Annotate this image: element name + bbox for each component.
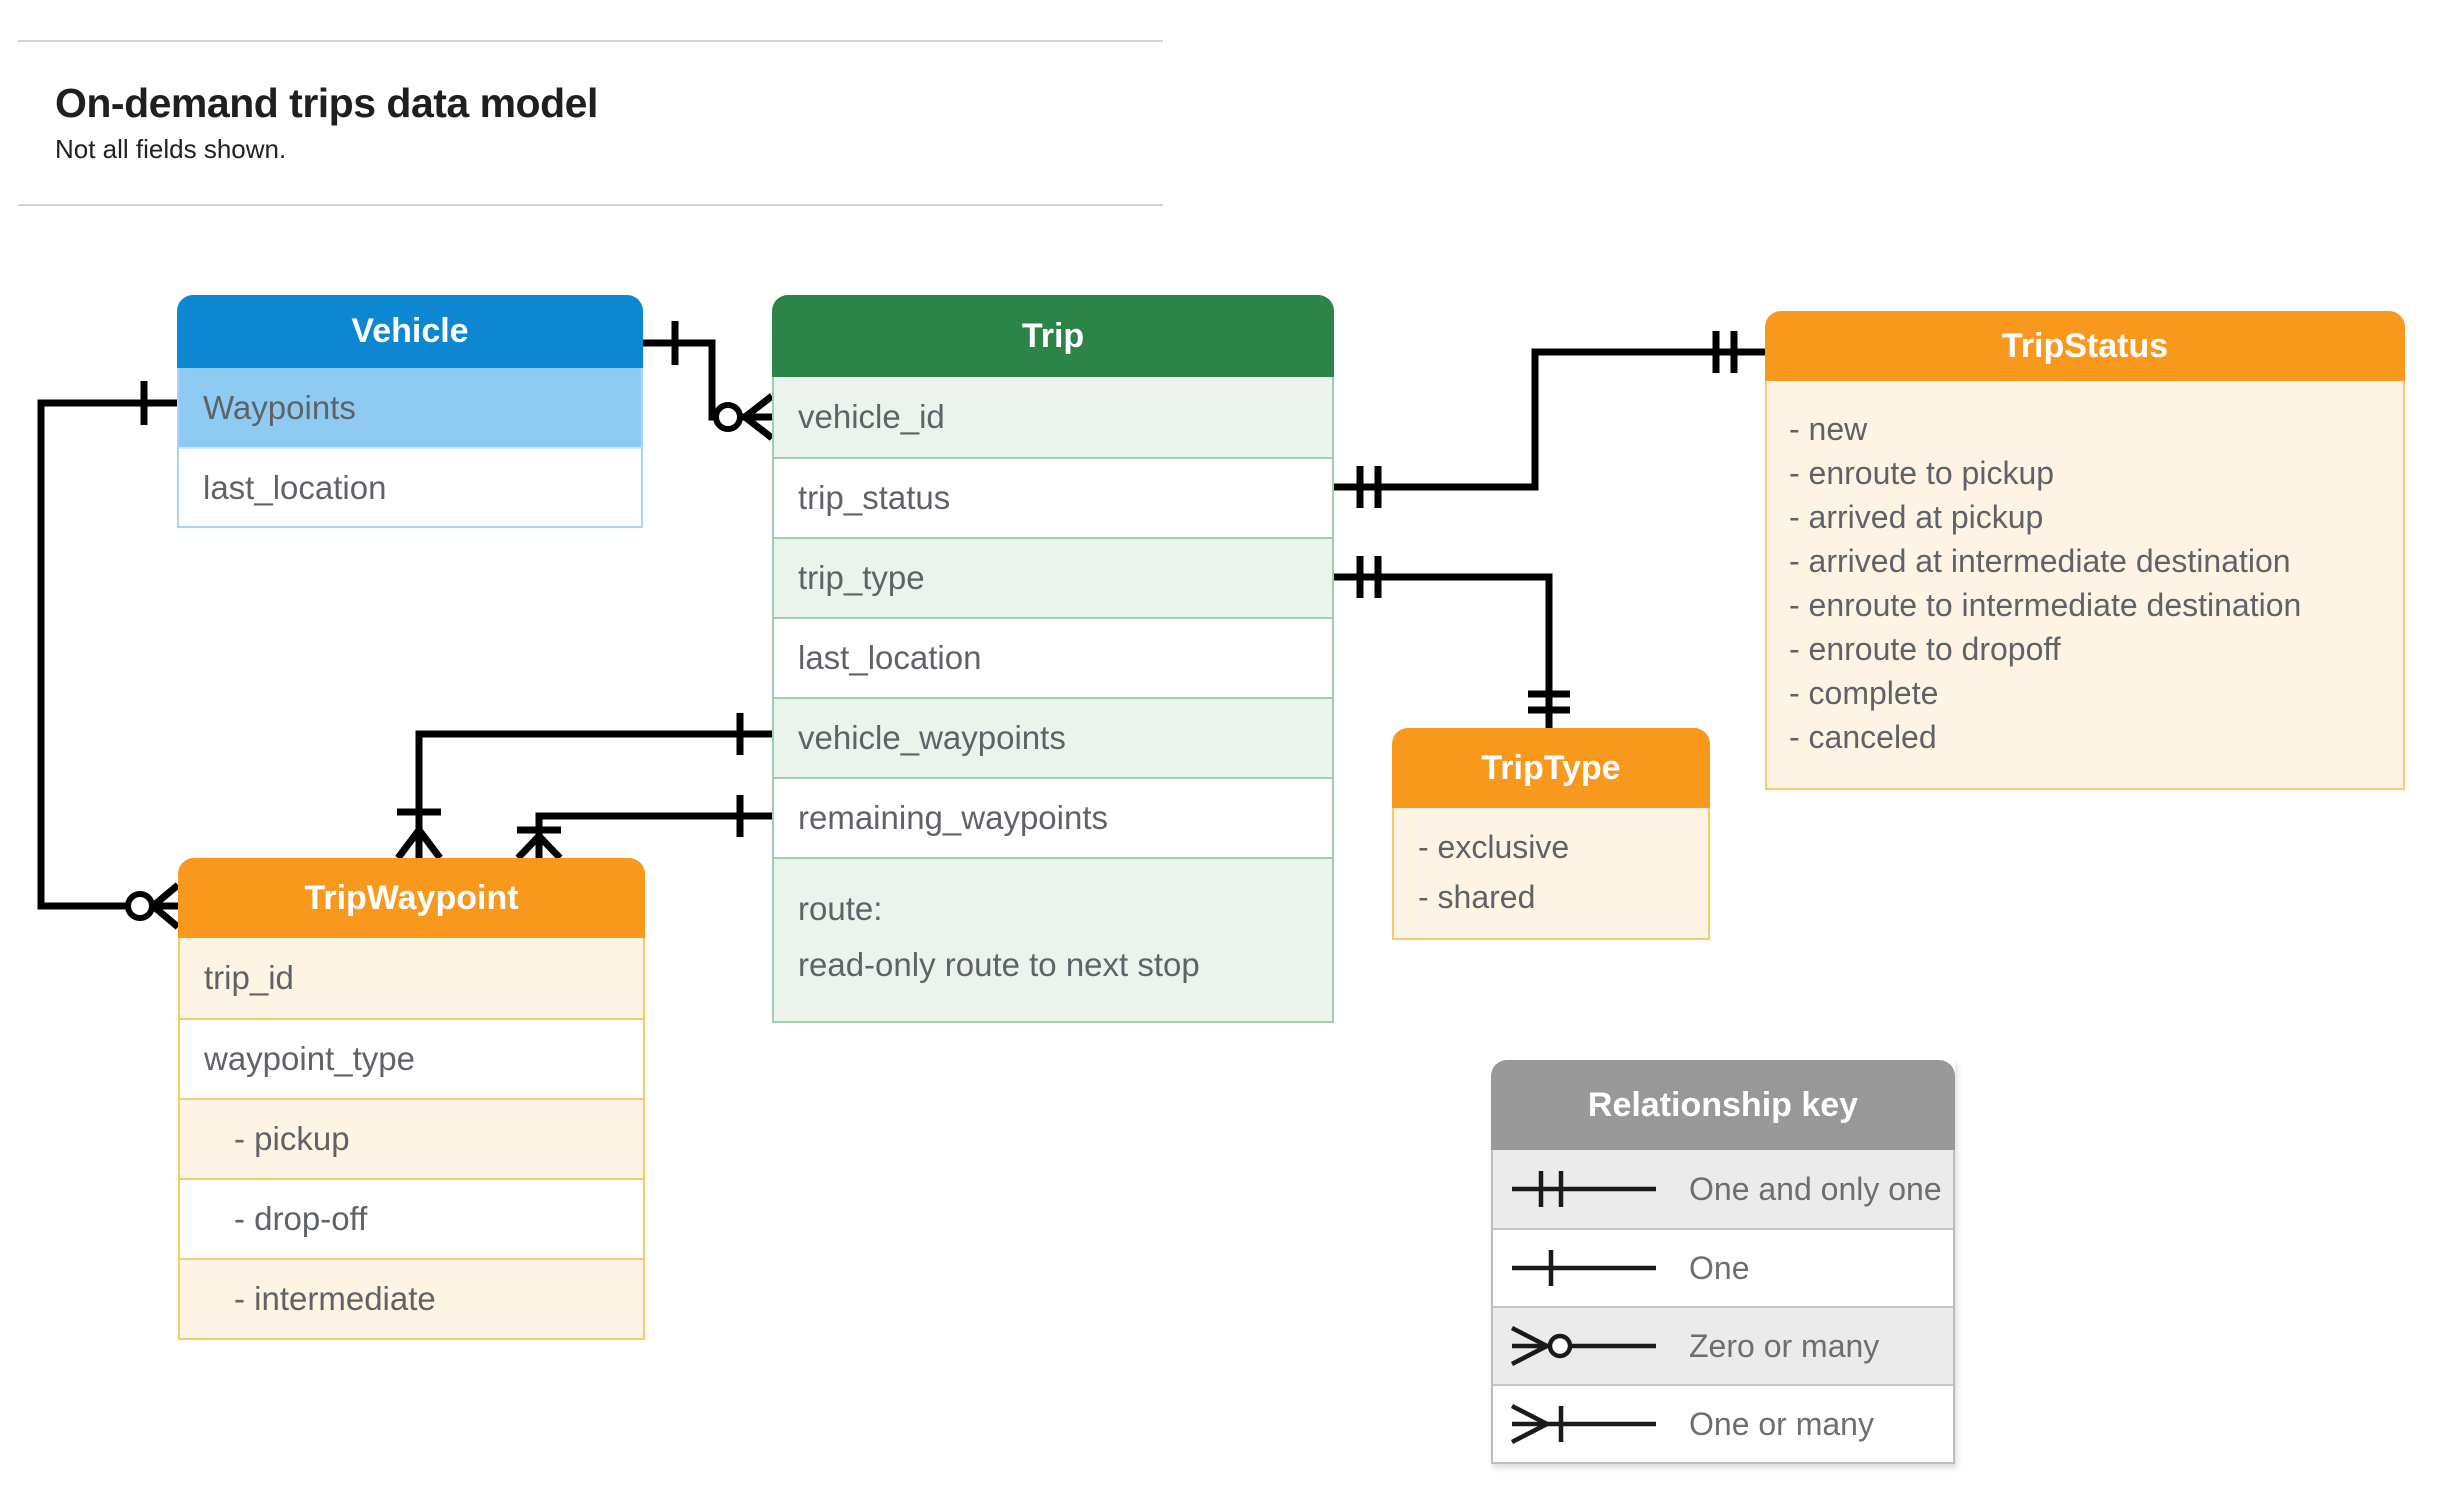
tripstatus-value: - enroute to pickup — [1789, 455, 2055, 491]
relationship-key: Relationship key One and only one One — [1491, 1060, 1955, 1464]
legend-row-one: One — [1493, 1228, 1953, 1306]
field-trip-vehicle-waypoints: vehicle_waypoints — [774, 697, 1332, 777]
field-trip-status: trip_status — [774, 457, 1332, 537]
tripstatus-value: - arrived at intermediate destination — [1789, 543, 2291, 579]
legend-row-one-or-many: One or many — [1493, 1384, 1953, 1462]
field-trip-last-location: last_location — [774, 617, 1332, 697]
entity-vehicle-header: Vehicle — [177, 295, 643, 368]
field-trip-type: trip_type — [774, 537, 1332, 617]
connector-trip-to-triptype — [1334, 556, 1570, 728]
tripstatus-value: - arrived at pickup — [1789, 499, 2044, 535]
tripstatus-values: - new - enroute to pickup - arrived at p… — [1767, 407, 2403, 759]
field-tripwaypoint-trip-id: trip_id — [180, 938, 643, 1018]
one-and-only-one-icon — [1512, 1171, 1656, 1207]
field-trip-vehicle-id: vehicle_id — [774, 377, 1332, 457]
one-icon — [1512, 1250, 1656, 1286]
connector-vehicle-to-trip — [643, 321, 775, 441]
entity-trip: Trip vehicle_id trip_status trip_type la… — [772, 295, 1334, 1023]
entity-tripwaypoint-header: TripWaypoint — [178, 858, 645, 938]
field-vehicle-last-location: last_location — [179, 447, 641, 526]
connector-remaining-waypoints-to-tripwaypoint — [515, 795, 772, 861]
one-or-many-icon — [1510, 1403, 1656, 1445]
tripstatus-value: - new — [1789, 411, 1868, 447]
legend-label: One — [1689, 1249, 1750, 1286]
field-vehicle-waypoints: Waypoints — [179, 368, 641, 447]
entity-tripstatus-header: TripStatus — [1765, 311, 2405, 381]
connector-trip-to-tripstatus — [1334, 331, 1765, 508]
tripstatus-value: - canceled — [1789, 719, 1937, 755]
field-trip-route: route: read-only route to next stop — [774, 857, 1332, 1021]
field-tripwaypoint-pickup: - pickup — [180, 1098, 643, 1178]
legend-label: One and only one — [1689, 1170, 1942, 1207]
field-tripwaypoint-dropoff: - drop-off — [180, 1178, 643, 1258]
zero-or-many-icon — [1510, 1325, 1656, 1367]
page-title: On-demand trips data model — [55, 80, 598, 126]
entity-tripstatus: TripStatus - new - enroute to pickup - a… — [1765, 311, 2405, 790]
connector-vehicle-waypoints-to-tripwaypoint — [395, 713, 772, 861]
tripstatus-value: - complete — [1789, 675, 1939, 711]
entity-vehicle: Vehicle Waypoints last_location — [177, 295, 643, 528]
divider-line — [18, 40, 1163, 42]
divider-line — [18, 204, 1163, 206]
entity-triptype: TripType - exclusive - shared — [1392, 728, 1710, 940]
connector-vehicle-to-tripwaypoint — [37, 381, 181, 930]
legend-label: One or many — [1689, 1405, 1874, 1442]
entity-trip-header: Trip — [772, 295, 1334, 377]
entity-tripwaypoint: TripWaypoint trip_id waypoint_type - pic… — [178, 858, 645, 1340]
field-trip-remaining-waypoints: remaining_waypoints — [774, 777, 1332, 857]
triptype-value: - shared — [1418, 879, 1536, 915]
relationship-key-header: Relationship key — [1491, 1060, 1955, 1150]
legend-label: Zero or many — [1689, 1327, 1880, 1364]
triptype-value: - exclusive — [1418, 829, 1570, 865]
page-subtitle: Not all fields shown. — [55, 134, 287, 164]
entity-triptype-header: TripType — [1392, 728, 1710, 808]
legend-row-one-and-only-one: One and only one — [1493, 1150, 1953, 1228]
tripstatus-value: - enroute to intermediate destination — [1789, 587, 2302, 623]
field-tripwaypoint-waypoint-type: waypoint_type — [180, 1018, 643, 1098]
route-label: route: — [798, 890, 883, 927]
triptype-values: - exclusive - shared — [1394, 822, 1708, 922]
legend-row-zero-or-many: Zero or many — [1493, 1306, 1953, 1384]
route-description: read-only route to next stop — [798, 946, 1200, 983]
field-tripwaypoint-intermediate: - intermediate — [180, 1258, 643, 1338]
tripstatus-value: - enroute to dropoff — [1789, 631, 2061, 667]
